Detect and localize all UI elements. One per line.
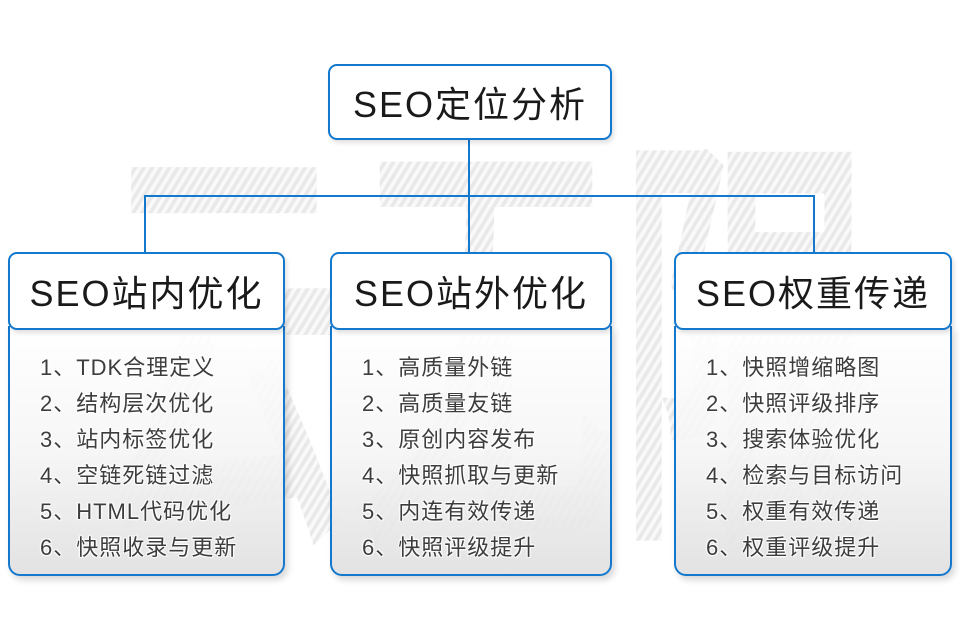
list-item: 3、站内标签优化 [40, 427, 215, 452]
list-item: 1、TDK合理定义 [40, 355, 216, 380]
column-header-offsite: SEO站外优化 [330, 252, 612, 330]
list-item: 2、高质量友链 [362, 391, 514, 416]
list-panel-weight: 1、快照增缩略图 2、快照评级排序 3、搜索体验优化 4、检索与目标访问 5、权… [674, 326, 952, 576]
connector-horizontal [144, 195, 815, 197]
list-item: 3、原创内容发布 [362, 427, 537, 452]
list-item: 1、高质量外链 [362, 355, 514, 380]
list-item: 6、快照收录与更新 [40, 535, 238, 560]
list-item: 5、权重有效传递 [706, 499, 881, 524]
connector-drop-middle [468, 195, 470, 253]
column-header-weight: SEO权重传递 [674, 252, 952, 330]
list-item: 2、快照评级排序 [706, 391, 881, 416]
list-item: 2、结构层次优化 [40, 391, 215, 416]
connector-drop-right [813, 195, 815, 253]
list-panel-offsite: 1、高质量外链 2、高质量友链 3、原创内容发布 4、快照抓取与更新 5、内连有… [330, 326, 612, 576]
list-panel-onsite: 1、TDK合理定义 2、结构层次优化 3、站内标签优化 4、空链死链过滤 5、H… [8, 326, 285, 576]
column-header-onsite: SEO站内优化 [8, 252, 285, 330]
column-header-onsite-title: SEO站内优化 [29, 273, 264, 314]
column-header-weight-title: SEO权重传递 [695, 273, 931, 314]
list-item: 5、HTML代码优化 [40, 499, 233, 524]
list-item: 4、空链死链过滤 [40, 463, 215, 488]
root-node: SEO定位分析 [328, 64, 612, 140]
list-item: 6、快照评级提升 [362, 535, 537, 560]
list-item: 3、搜索体验优化 [706, 427, 881, 452]
list-item: 4、快照抓取与更新 [362, 463, 560, 488]
list-item: 5、内连有效传递 [362, 499, 537, 524]
list-item: 1、快照增缩略图 [706, 355, 881, 380]
connector-root-vertical [468, 138, 470, 196]
connector-drop-left [144, 195, 146, 253]
list-item: 4、检索与目标访问 [706, 463, 904, 488]
list-item: 6、权重评级提升 [706, 535, 881, 560]
root-node-title: SEO定位分析 [352, 84, 588, 125]
column-header-offsite-title: SEO站外优化 [353, 273, 589, 314]
